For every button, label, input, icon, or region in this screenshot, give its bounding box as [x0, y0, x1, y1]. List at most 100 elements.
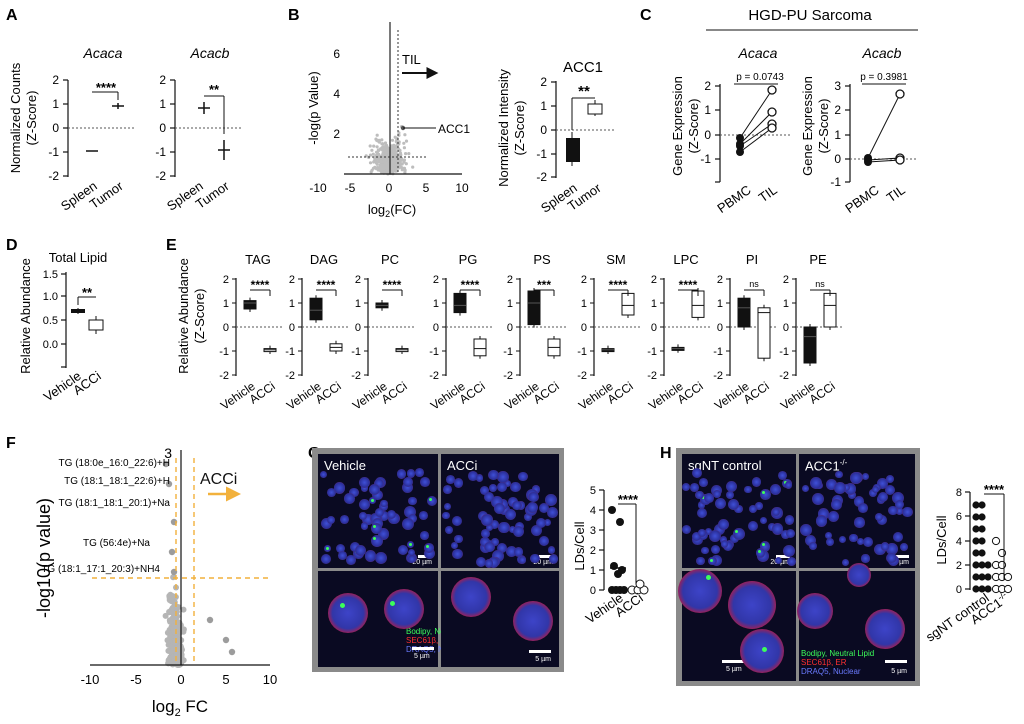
panel-b-arrow-label: TIL — [402, 52, 421, 67]
panel-a-ylabel-1: Normalized Counts — [8, 62, 23, 173]
panel-f-axes — [90, 450, 270, 666]
panel-h-image-sgnt-overview: sgNT control 20 µm — [682, 454, 796, 568]
volcano-point — [371, 152, 375, 156]
cell-nucleus — [496, 542, 507, 554]
lipid-droplet — [710, 558, 714, 562]
panel-h-point-ko — [991, 536, 1001, 546]
cell-nucleus — [419, 476, 430, 487]
panel-f-point — [162, 612, 169, 619]
cell-nucleus — [327, 516, 336, 525]
panel-c-plot1-axis — [715, 84, 721, 183]
cell-nucleus — [532, 485, 541, 494]
panel-f-points — [162, 460, 236, 668]
cell-nucleus — [783, 544, 796, 557]
cell-nucleus — [815, 515, 828, 527]
panel-h-point-control — [984, 573, 992, 581]
cell-nucleus — [396, 469, 407, 480]
panel-g-plot: LDs/Cell 5 4 3 2 1 0 **** Vehicle ACCi — [572, 485, 649, 627]
panel-h-point-control — [984, 585, 992, 593]
cell-nucleus — [451, 516, 462, 527]
panel-h-plot-points — [972, 501, 1013, 594]
panel-g-ytick-1: 1 — [590, 565, 596, 577]
lipid-droplet — [373, 524, 377, 528]
panel-b-volcano-ylabel: -log(p Value) — [306, 71, 321, 144]
panel-e-ytick-label: -1 — [285, 346, 295, 358]
panel-e-ytick-label: 0 — [355, 322, 361, 334]
cell-nucleus — [497, 482, 507, 493]
cell-nucleus — [725, 480, 737, 492]
cell-nucleus — [443, 503, 451, 511]
panel-a-ylabel-2: (Z-Score) — [24, 91, 39, 146]
cell-nucleus — [769, 483, 781, 495]
panel-e-sig: **** — [383, 278, 402, 292]
panel-c2-ylabel-2: (Z-Score) — [816, 99, 831, 154]
cell-nucleus — [808, 541, 817, 550]
panel-f-point-hit — [222, 636, 230, 644]
cell-nucleus — [415, 468, 424, 477]
cell-nucleus — [824, 531, 832, 539]
cell-zoom — [384, 589, 424, 629]
panel-h-point-control — [978, 513, 986, 521]
panel-h-image-acc1ko-overview: ACC1-/- 20 µm — [799, 454, 915, 568]
panel-h-point-ko — [1003, 572, 1013, 582]
panel-c1-pair-line — [739, 111, 773, 145]
cell-nucleus — [697, 529, 706, 537]
cell-nucleus — [812, 493, 825, 505]
volcano-point — [390, 168, 394, 172]
cell-nucleus — [476, 556, 487, 567]
panel-e-ytick-label: 2 — [433, 274, 439, 286]
cell-nucleus — [901, 506, 913, 518]
cell-nucleus — [442, 511, 450, 520]
panel-f-point — [170, 609, 177, 616]
cell-nucleus — [849, 533, 858, 543]
panel-d-ytick-4: 0.0 — [43, 339, 58, 351]
cell-nucleus — [442, 484, 452, 494]
panel-e-box — [309, 297, 323, 321]
volcano-point — [383, 146, 387, 150]
panel-d-ytick-1: 1.5 — [43, 269, 58, 281]
cell-nucleus — [344, 493, 355, 504]
cell-nucleus — [774, 557, 782, 565]
volcano-point — [404, 139, 409, 143]
cell-nucleus — [784, 481, 793, 489]
volcano-point — [375, 166, 379, 170]
panel-b-xtick-0: 0 — [386, 181, 393, 195]
cell-nucleus — [714, 498, 726, 510]
panel-a-plot2-axis — [170, 79, 176, 177]
panel-e-sig: **** — [679, 278, 698, 292]
panel-a2-ytick-0: 0 — [159, 121, 166, 135]
cell-nucleus — [771, 523, 784, 536]
panel-e-ytick-label: -1 — [351, 346, 361, 358]
panel-e-ytick-label: 1 — [507, 298, 513, 310]
panel-c-plot2-points — [864, 89, 905, 166]
panel-g-scale-2: 5 µm — [414, 653, 430, 660]
cell-nucleus — [547, 546, 556, 554]
lipid-droplet — [426, 545, 430, 549]
panel-e-sig: **** — [317, 278, 336, 292]
cell-nucleus — [547, 507, 558, 518]
cell-nucleus — [787, 557, 796, 566]
panel-e-ytick-label: 0 — [433, 322, 439, 334]
panel-e-ytick-label: 0 — [223, 322, 229, 334]
panel-e-ytick-label: -1 — [713, 346, 723, 358]
lipid-droplet — [429, 498, 433, 502]
volcano-point — [380, 164, 385, 168]
panel-e-title: PC — [381, 252, 399, 267]
panel-c2-ytick-3: 3 — [834, 79, 841, 93]
panel-b-box-spleen — [566, 132, 580, 166]
panel-h-point-ko — [997, 548, 1007, 558]
panel-e-box — [823, 292, 837, 328]
panel-f-xtick-10: 10 — [263, 672, 277, 687]
cell-nucleus — [825, 537, 835, 547]
cell-nucleus — [360, 522, 369, 530]
panel-h-ytick-8: 8 — [956, 487, 962, 499]
panel-c-plot1-points — [736, 85, 777, 156]
panel-b-xtick-m5: -5 — [345, 181, 356, 195]
cell-nucleus — [479, 485, 489, 495]
lipid-droplet — [701, 496, 705, 500]
panel-c2-ytick-1: 1 — [834, 128, 841, 142]
cell-nucleus — [484, 541, 495, 552]
cell-nucleus — [800, 523, 813, 536]
